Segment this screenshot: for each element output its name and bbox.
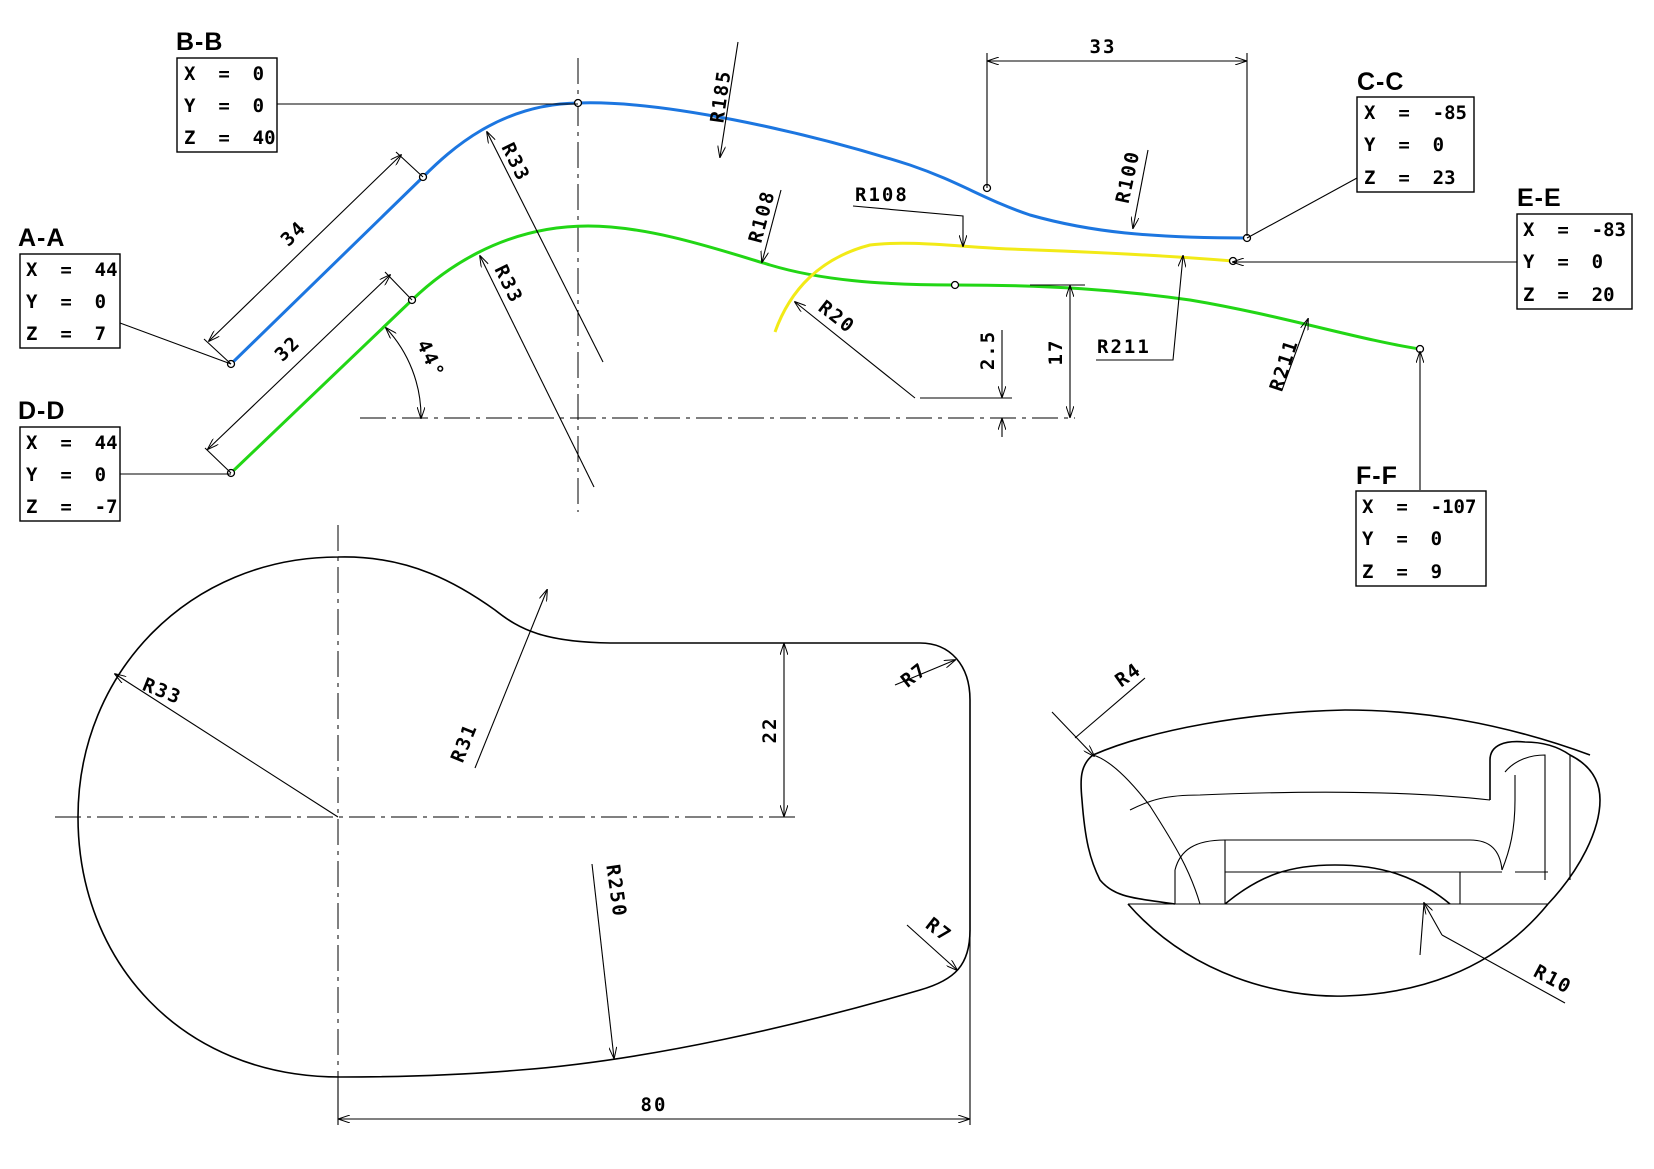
point-f: [1415, 344, 1425, 354]
section-title-dd: D-D: [18, 397, 65, 425]
iso-bottom-arc: [1127, 903, 1549, 997]
top-view-outline: [77, 556, 971, 1078]
r20-label: R20: [814, 296, 859, 338]
iso-right-block: [1489, 740, 1601, 905]
section-ff-x: X = -107: [1362, 496, 1476, 518]
dim-22-label: 22: [759, 717, 781, 744]
lower-profile-curve: [229, 224, 1421, 475]
section-ff-y: Y = 0: [1362, 528, 1442, 550]
section-box-aa: A-A X = 44 Y = 0 Z = 7: [18, 224, 121, 349]
section-box-cc: C-C X = -85 Y = 0 Z = 23: [1356, 68, 1475, 193]
section-box-ff: F-F X = -107 Y = 0 Z = 9: [1355, 462, 1487, 587]
dim-2-5-label: 2.5: [977, 330, 999, 370]
section-title-aa: A-A: [18, 224, 65, 252]
section-cc-x: X = -85: [1364, 102, 1467, 124]
point-lower-mid: [950, 280, 960, 290]
r33-lower-leader: [480, 256, 595, 488]
dim-80-label: 80: [641, 1094, 668, 1116]
iso-r4-leader: [1074, 677, 1146, 739]
section-box-dd: D-D X = 44 Y = 0 Z = -7: [18, 397, 121, 522]
iso-groove: [1224, 864, 1451, 905]
section-aa-z: Z = 7: [26, 323, 106, 345]
r108-b-label: R108: [855, 184, 909, 206]
r100-label: R100: [1112, 148, 1145, 205]
iso-left-wall-inner: [1092, 754, 1201, 905]
point-b: [573, 98, 583, 108]
iso-view: R4 R10: [1051, 658, 1601, 1004]
section-title-ee: E-E: [1517, 184, 1562, 212]
r211-a-label: R211: [1097, 336, 1151, 358]
r185-leader: [720, 41, 739, 157]
r185-label: R185: [706, 68, 735, 124]
point-e: [1228, 256, 1238, 266]
top-r7a-leader: [894, 660, 955, 686]
r100-leader: [1133, 149, 1149, 228]
dim-32-ext-a: [204, 447, 232, 474]
dim-17-label: 17: [1045, 339, 1067, 366]
r33-upper-leader: [487, 132, 604, 363]
iso-channel-back: [1129, 791, 1491, 811]
angle-44-label: 44°: [412, 337, 449, 383]
section-ff-z: Z = 9: [1362, 561, 1442, 583]
section-ee-x: X = -83: [1523, 219, 1626, 241]
r211-b-label: R211: [1266, 336, 1304, 394]
top-r7b-leader: [906, 924, 957, 970]
section-aa-x: X = 44: [26, 259, 118, 281]
top-r7a-label: R7: [897, 658, 932, 692]
top-r31-leader: [474, 590, 547, 769]
section-ee-y: Y = 0: [1523, 251, 1603, 273]
r211-b-leader: [1281, 319, 1308, 391]
leader-cc: [1246, 177, 1358, 239]
r108-b-leader: [852, 205, 963, 246]
top-r250-label: R250: [601, 863, 630, 919]
section-cc-y: Y = 0: [1364, 134, 1444, 156]
section-dd-y: Y = 0: [26, 464, 106, 486]
section-aa-y: Y = 0: [26, 291, 106, 313]
angle-44-arc: [386, 328, 421, 418]
section-bb-z: Z = 40: [184, 127, 276, 149]
top-view: R33 R31 R7 R7 22 R250 80: [55, 525, 971, 1125]
dim-34-ext-a: [203, 338, 232, 365]
side-view: 33 R185 R33 R33 R108 R108 R100 34 32 44°: [119, 36, 1517, 512]
dim-32-line: [208, 275, 390, 449]
section-dd-x: X = 44: [26, 432, 118, 454]
section-ee-z: Z = 20: [1523, 284, 1615, 306]
top-r33-leader: [115, 674, 339, 818]
iso-right-block-front: [1501, 775, 1516, 871]
section-bb-x: X = 0: [184, 63, 264, 85]
section-title-ff: F-F: [1356, 462, 1398, 490]
top-r31-label: R31: [447, 720, 483, 766]
dim-33-label: 33: [1090, 36, 1117, 58]
r108-a-leader: [762, 189, 782, 262]
top-r250-leader: [591, 863, 614, 1058]
section-cc-z: Z = 23: [1364, 167, 1456, 189]
dim-34-line: [209, 155, 401, 341]
iso-r10-arrow: [1424, 903, 1443, 936]
r33-lower-label: R33: [490, 261, 527, 307]
iso-r4-label: R4: [1111, 658, 1146, 691]
middle-profile-curve: [773, 241, 1234, 333]
iso-r4-tail: [1051, 711, 1094, 756]
upper-profile-curve: [229, 101, 1248, 366]
dim-34-label: 34: [277, 216, 312, 251]
iso-r10-leader: [1441, 934, 1566, 1004]
section-box-ee: E-E X = -83 Y = 0 Z = 20: [1516, 184, 1633, 310]
iso-r10-tail: [1419, 902, 1425, 956]
section-box-bb: B-B X = 0 Y = 0 Z = 40: [176, 28, 278, 153]
section-title-bb: B-B: [176, 28, 223, 56]
section-title-cc: C-C: [1357, 68, 1404, 96]
leader-aa: [119, 322, 232, 365]
iso-top-edge: [1092, 709, 1591, 756]
section-bb-y: Y = 0: [184, 95, 264, 117]
iso-left-wall: [1080, 754, 1176, 905]
section-dd-z: Z = -7: [26, 496, 118, 518]
iso-r10-label: R10: [1530, 961, 1576, 999]
iso-right-block-face: [1504, 754, 1546, 880]
r211-a-leader: [1096, 256, 1183, 361]
r20-leader: [795, 302, 916, 399]
